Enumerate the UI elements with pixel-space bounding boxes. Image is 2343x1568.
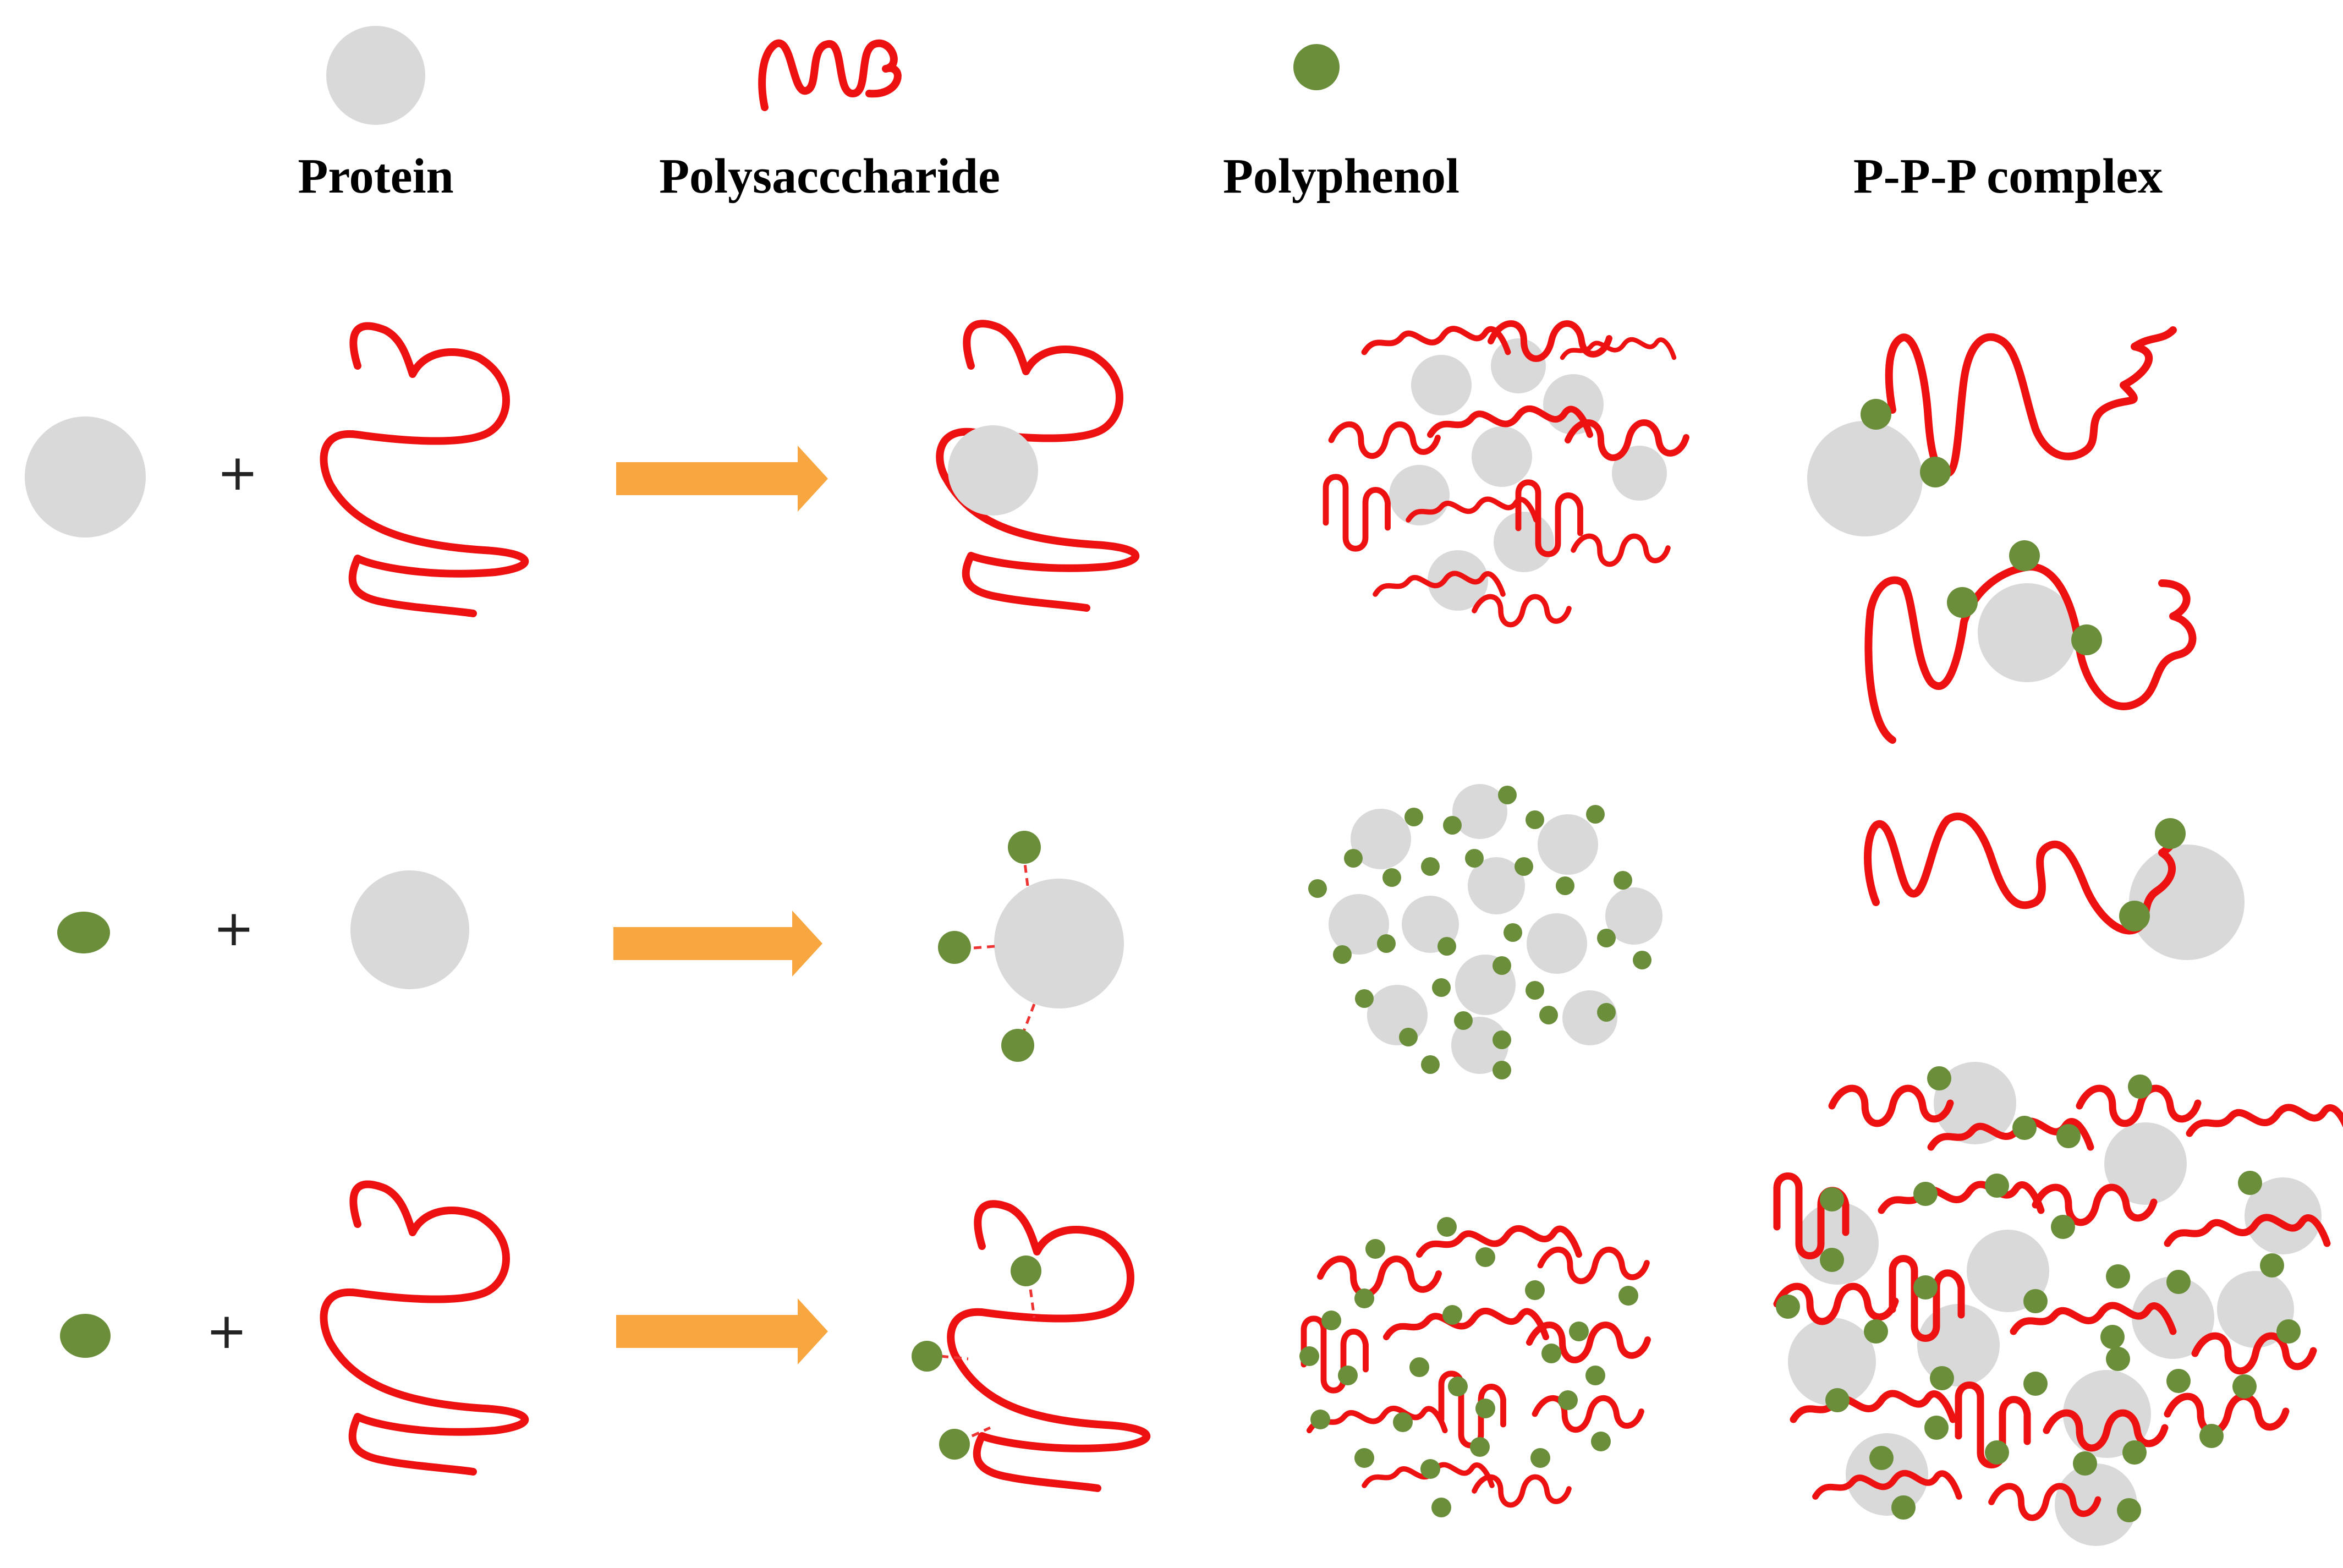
polyphenol-protein-aggregate — [1308, 784, 1662, 1079]
polysaccharide-reactant — [320, 322, 529, 617]
plus-sign: + — [217, 444, 258, 502]
legend: Protein Polysacccharide Polyphenol P-P-P… — [298, 26, 2163, 204]
polyphenol-legend-icon — [1293, 44, 1340, 90]
polyphenol-label: Polyphenol — [1223, 149, 1459, 204]
polyphenol-reactant — [57, 912, 110, 953]
ppp-structure-3 — [1864, 813, 2245, 960]
protein-legend-icon — [326, 26, 425, 125]
polysaccharide-legend-icon — [758, 39, 902, 111]
row-3: + — [60, 1180, 1648, 1517]
ppp-structure-1 — [1807, 326, 2177, 536]
polysaccharide-label: Polysacccharide — [659, 149, 1000, 204]
complex-label: P-P-P complex — [1853, 149, 2163, 204]
polyphenol-protein-complex — [938, 831, 1124, 1062]
reaction-arrow — [616, 1298, 828, 1364]
row-2: + — [57, 784, 1662, 1079]
protein-reactant — [25, 416, 146, 538]
protein-polysaccharide-complex — [936, 320, 1140, 612]
polysaccharide-reactant — [320, 1180, 529, 1476]
protein-reactant — [350, 870, 469, 989]
protein-label: Protein — [298, 149, 453, 204]
reaction-arrow — [616, 446, 828, 512]
protein-polysaccharide-aggregate — [1326, 324, 1686, 624]
reaction-arrow — [613, 911, 822, 977]
plus-sign: + — [206, 1302, 247, 1360]
polyphenol-polysaccharide-complex — [912, 1200, 1151, 1492]
ppp-complex-column — [1776, 326, 2343, 1546]
polyphenol-reactant — [60, 1314, 111, 1358]
plus-sign: + — [213, 900, 254, 957]
ppp-aggregate — [1776, 1062, 2343, 1546]
ppp-structure-2 — [1864, 540, 2197, 744]
polyphenol-polysaccharide-aggregate — [1299, 1217, 1648, 1517]
row-1: + — [25, 320, 1686, 624]
